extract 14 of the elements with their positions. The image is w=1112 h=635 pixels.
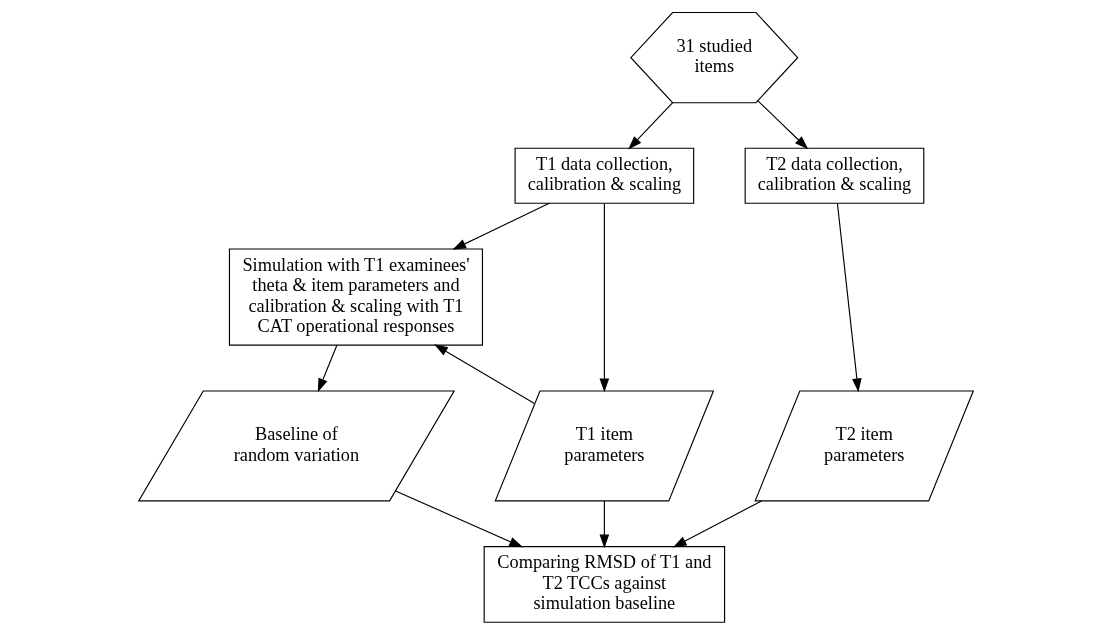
- arrow: [452, 202, 550, 250]
- arrow: [395, 490, 523, 548]
- node-box: Simulation with T1 examinees' theta & item parameters and calibration & scaling with T1 CAT operational responses: [228, 248, 483, 346]
- arrow: [628, 102, 674, 150]
- arrow: [672, 500, 763, 548]
- arrow: [434, 344, 535, 405]
- arrow: [836, 203, 862, 393]
- arrow: [757, 100, 809, 150]
- arrow: [599, 500, 610, 549]
- node-box: T1 data collection, calibration & scaling: [514, 147, 695, 204]
- arrow: [317, 344, 338, 393]
- node-box: T2 data collection, calibration & scaling: [744, 147, 925, 204]
- node-box: Comparing RMSD of T1 and T2 TCCs against simulation baseline: [483, 546, 726, 623]
- arrow: [599, 203, 610, 393]
